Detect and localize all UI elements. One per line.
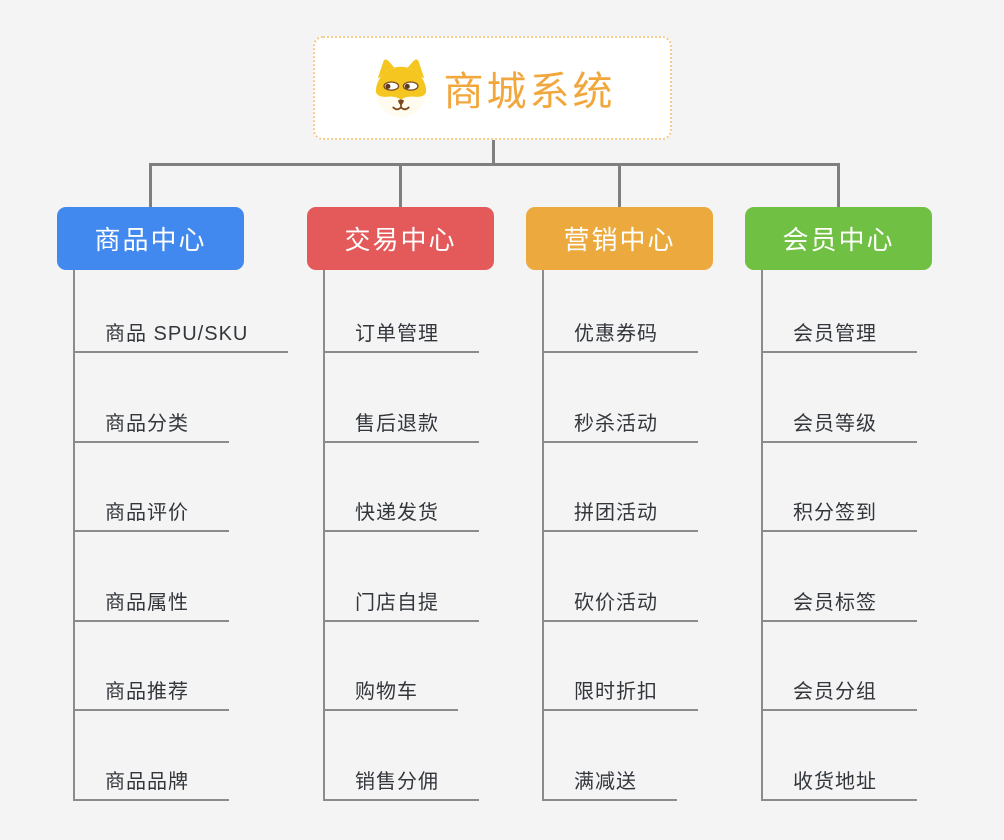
root-topic[interactable]: 商城系统	[313, 36, 672, 140]
branch-topic[interactable]: 商品中心	[57, 207, 244, 270]
child-topic-label: 商品评价	[105, 502, 189, 525]
child-topic-label: 满减送	[574, 770, 637, 793]
branch-drop-connector	[837, 163, 840, 207]
root-stem-connector	[492, 140, 495, 163]
child-topic-label: 售后退款	[355, 412, 439, 435]
child-topic-label: 秒杀活动	[574, 412, 658, 435]
child-topic[interactable]: 商品推荐	[75, 622, 229, 712]
child-topic-label: 会员标签	[793, 591, 877, 614]
child-topic[interactable]: 会员分组	[763, 622, 917, 712]
child-topic-label: 商品属性	[105, 591, 189, 614]
child-topic-label: 会员等级	[793, 412, 877, 435]
child-topic-label: 拼团活动	[574, 502, 658, 525]
child-topic[interactable]: 商品属性	[75, 532, 229, 622]
child-topic[interactable]: 优惠券码	[544, 270, 698, 353]
child-topic-label: 商品分类	[105, 412, 189, 435]
branch-bus-connector	[149, 163, 840, 166]
child-topic-label: 快递发货	[355, 502, 439, 525]
child-topic[interactable]: 会员管理	[763, 270, 917, 353]
root-topic-label: 商城系统	[443, 70, 616, 114]
branch-drop-connector	[618, 163, 621, 207]
child-topic-label: 门店自提	[355, 591, 439, 614]
child-topic-label: 会员分组	[793, 681, 877, 704]
child-topic[interactable]: 售后退款	[325, 353, 479, 443]
child-topic[interactable]: 拼团活动	[544, 443, 698, 533]
branch-children: 商品 SPU/SKU 商品分类商品评价商品属性商品推荐商品品牌	[73, 270, 289, 801]
child-topic-label: 收货地址	[793, 770, 877, 793]
child-topic-label: 订单管理	[355, 323, 439, 345]
child-topic-label: 会员管理	[793, 323, 877, 345]
child-topic-label: 销售分佣	[355, 770, 439, 793]
branch-topic[interactable]: 营销中心	[526, 207, 713, 270]
branch-drop-connector	[149, 163, 152, 207]
child-topic[interactable]: 秒杀活动	[544, 353, 698, 443]
child-topic[interactable]: 会员等级	[763, 353, 917, 443]
branch-children: 订单管理售后退款快递发货门店自提购物车销售分佣	[323, 270, 479, 801]
child-topic-label: 优惠券码	[574, 323, 658, 345]
branch-topic[interactable]: 交易中心	[307, 207, 494, 270]
child-topic[interactable]: 积分签到	[763, 443, 917, 533]
child-topic[interactable]: 购物车	[325, 622, 458, 712]
child-topic[interactable]: 商品 SPU/SKU	[75, 270, 289, 353]
child-topic[interactable]: 商品分类	[75, 353, 229, 443]
child-topic[interactable]: 商品品牌	[75, 711, 229, 801]
child-topic[interactable]: 会员标签	[763, 532, 917, 622]
child-topic-label: 限时折扣	[574, 681, 658, 704]
child-topic[interactable]: 砍价活动	[544, 532, 698, 622]
child-topic[interactable]: 限时折扣	[544, 622, 698, 712]
child-topic-label: 商品推荐	[105, 681, 189, 704]
child-topic-label: 购物车	[355, 681, 418, 704]
branch-drop-connector	[399, 163, 402, 207]
dog-face-icon	[375, 59, 426, 118]
branch-topic[interactable]: 会员中心	[745, 207, 932, 270]
child-topic-label: 砍价活动	[574, 591, 658, 614]
child-topic[interactable]: 销售分佣	[325, 711, 479, 801]
child-topic[interactable]: 满减送	[544, 711, 677, 801]
child-topic[interactable]: 订单管理	[325, 270, 479, 353]
child-topic-label: 商品品牌	[105, 770, 189, 793]
child-topic[interactable]: 商品评价	[75, 443, 229, 533]
child-topic[interactable]: 收货地址	[763, 711, 917, 801]
child-topic[interactable]: 快递发货	[325, 443, 479, 533]
branch-children: 会员管理会员等级积分签到会员标签会员分组收货地址	[761, 270, 917, 801]
child-topic[interactable]: 门店自提	[325, 532, 479, 622]
child-topic-label: 商品 SPU/SKU	[105, 323, 249, 345]
child-topic-label: 积分签到	[793, 502, 877, 525]
branch-children: 优惠券码秒杀活动拼团活动砍价活动限时折扣满减送	[542, 270, 698, 801]
